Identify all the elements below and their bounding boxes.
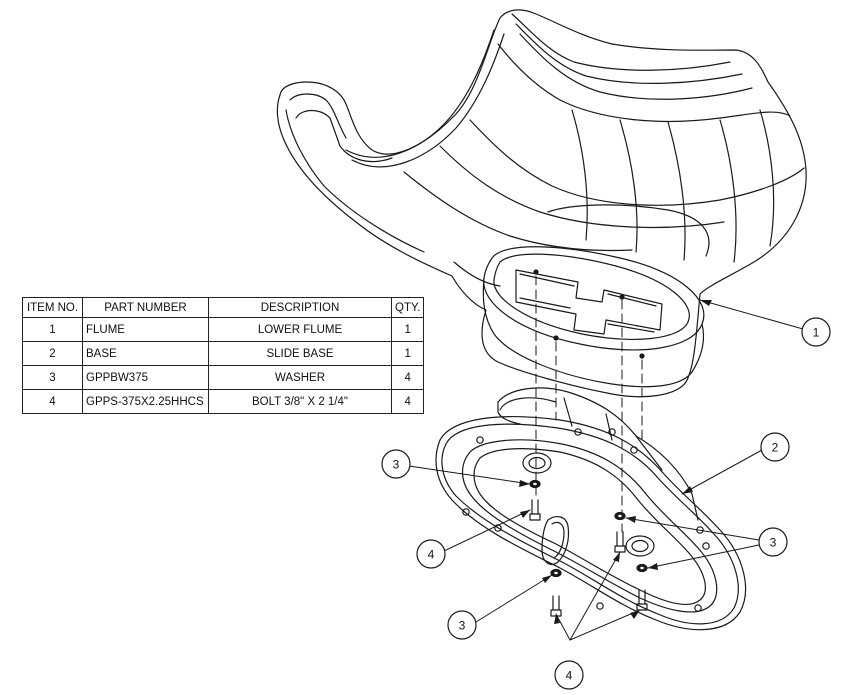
balloon-label: 1: [813, 326, 820, 340]
balloon-item-3-lower-left: 3: [447, 610, 477, 640]
description-cell: WASHER: [208, 365, 392, 390]
description-cell: BOLT 3/8" X 2 1/4": [208, 389, 392, 414]
balloon-label: 4: [428, 548, 435, 562]
bill-of-materials-table: ITEM NO. PART NUMBER DESCRIPTION QTY. 1 …: [22, 297, 425, 414]
balloon-label: 3: [459, 619, 466, 633]
item-no-cell: 3: [22, 365, 83, 390]
item-no-cell: 2: [22, 341, 83, 366]
part-number-cell: BASE: [82, 341, 209, 366]
lower-flume-part: [276, 9, 807, 398]
bom-row: 3 GPPBW375 WASHER 4: [22, 365, 425, 390]
description-cell: LOWER FLUME: [208, 317, 392, 342]
leader-lines: [408, 299, 804, 641]
header-part-number: PART NUMBER: [82, 297, 209, 318]
description-cell: SLIDE BASE: [208, 341, 392, 366]
item-no-cell: 4: [22, 389, 83, 414]
bolts: [529, 499, 648, 617]
balloon-label: 3: [770, 536, 777, 550]
balloon-label: 3: [393, 458, 400, 472]
balloon-item-3-upper-left: 3: [381, 449, 411, 479]
bom-row: 1 FLUME LOWER FLUME 1: [22, 317, 425, 342]
qty-cell: 1: [390, 341, 425, 366]
header-item-no: ITEM NO.: [22, 297, 83, 318]
balloon-item-3-right: 3: [758, 527, 788, 557]
qty-cell: 4: [390, 365, 425, 390]
part-number-cell: GPPBW375: [82, 365, 209, 390]
header-qty: QTY.: [390, 297, 425, 318]
alignment-centerlines: [535, 275, 643, 533]
balloon-item-4-bottom: 4: [554, 660, 584, 690]
qty-cell: 4: [390, 389, 425, 414]
balloon-item-1: 1: [801, 317, 831, 347]
part-number-cell: GPPS-375X2.25HHCS: [82, 389, 209, 414]
qty-cell: 1: [390, 317, 425, 342]
balloon-label: 4: [566, 669, 573, 683]
bom-row: 2 BASE SLIDE BASE 1: [22, 341, 425, 366]
bom-header-row: ITEM NO. PART NUMBER DESCRIPTION QTY.: [22, 297, 425, 318]
header-description: DESCRIPTION: [208, 297, 392, 318]
slide-base-part: [435, 387, 747, 631]
bom-row: 4 GPPS-375X2.25HHCS BOLT 3/8" X 2 1/4" 4: [22, 389, 425, 414]
balloon-item-4-left: 4: [416, 539, 446, 569]
balloon-label: 2: [772, 441, 779, 455]
balloon-item-2: 2: [760, 432, 790, 462]
item-no-cell: 1: [22, 317, 83, 342]
part-number-cell: FLUME: [82, 317, 209, 342]
leader-arrowheads: [519, 300, 712, 624]
